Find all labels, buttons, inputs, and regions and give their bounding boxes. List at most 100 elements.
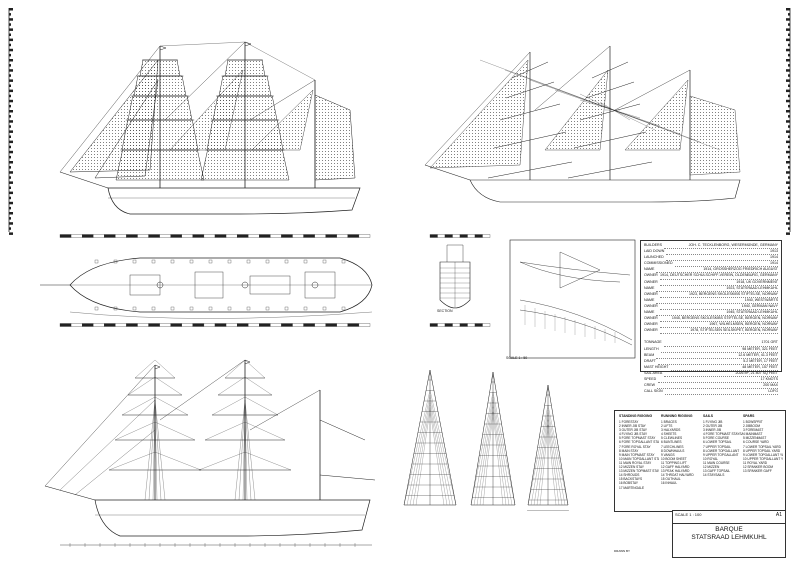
ruler-tick bbox=[9, 171, 13, 174]
scale-bar-segment bbox=[482, 234, 491, 238]
shroud bbox=[492, 396, 513, 506]
scale-bar-segment bbox=[214, 234, 227, 238]
ruler-tick bbox=[786, 79, 790, 82]
pennant bbox=[244, 41, 252, 47]
legend-item: 7 FORE ROYAL STAY bbox=[619, 444, 651, 449]
spec-value: 1914, GROSSHERZOG FRIEDRICH AUGUST bbox=[656, 267, 778, 274]
scale-bar-segment bbox=[59, 234, 72, 238]
legend-item: 11 MAIN COURSE bbox=[703, 460, 730, 465]
shroud bbox=[492, 401, 510, 506]
scale-bar-segment bbox=[170, 323, 182, 327]
ruler-tick bbox=[786, 110, 790, 113]
legend-item: 8 UPPER TOPSAIL YARD bbox=[743, 448, 781, 453]
ruler-tick bbox=[9, 181, 13, 184]
spec-value: 200 MAX bbox=[656, 383, 778, 390]
headsail bbox=[429, 59, 529, 169]
legend-item: 12 MIZZEN bbox=[703, 465, 720, 470]
shroud bbox=[429, 389, 457, 506]
deck-fitting bbox=[189, 259, 194, 264]
deck-fitting bbox=[303, 259, 308, 264]
ruler-tick bbox=[9, 59, 13, 62]
shroud bbox=[547, 424, 557, 506]
shroud bbox=[244, 399, 256, 501]
brace bbox=[579, 99, 641, 119]
scale-bar-segment bbox=[303, 323, 315, 327]
deck-fitting bbox=[151, 259, 156, 264]
spec-key: LENGTH bbox=[644, 346, 659, 351]
shroud bbox=[536, 419, 549, 506]
lift bbox=[244, 359, 266, 379]
square-sail bbox=[200, 149, 290, 181]
mast-step bbox=[156, 281, 164, 289]
shroud bbox=[533, 414, 549, 506]
ruler-tick bbox=[9, 155, 11, 159]
ruler-tick bbox=[788, 23, 790, 26]
legend-item: 5 CLEWLINES bbox=[661, 436, 683, 441]
spec-key: SPEED bbox=[644, 376, 657, 381]
ruler-tick bbox=[786, 99, 790, 103]
spec-value: 1913 bbox=[666, 249, 778, 256]
shroud bbox=[473, 396, 494, 506]
legend-item: 15 OUTHAUL bbox=[661, 477, 681, 482]
ruler-tick bbox=[788, 135, 790, 138]
legend-item: 12 SPANKER BOOM bbox=[743, 465, 774, 470]
scale-bar-segment bbox=[358, 234, 371, 238]
lift bbox=[108, 451, 156, 471]
scale-bar-segment bbox=[148, 234, 160, 238]
ruler-tick bbox=[788, 64, 790, 67]
hull-lines-inset bbox=[509, 239, 636, 359]
lift bbox=[224, 359, 246, 379]
spec-key: OWNER bbox=[644, 303, 658, 308]
section-label: SECTION bbox=[437, 309, 453, 313]
legend-item: 5 FORE TOPMAST STAY bbox=[619, 436, 656, 441]
scale-bar-segment bbox=[104, 234, 116, 238]
ruler-tick bbox=[9, 23, 11, 26]
hull-outline bbox=[94, 499, 371, 537]
legend-item: 13 PEAK HALYARD bbox=[661, 469, 690, 474]
legend-item: 2 JIBBOOM bbox=[743, 424, 761, 429]
spec-key: DRAFT bbox=[644, 358, 656, 363]
spec-key: BUILDERS bbox=[644, 243, 662, 247]
scale-bar-segment bbox=[336, 234, 349, 238]
ruler-tick bbox=[9, 217, 11, 220]
legend-item: 11 MAIN ROYAL STAY bbox=[619, 460, 652, 465]
square-sail bbox=[139, 59, 181, 77]
shroud bbox=[530, 409, 549, 506]
lift bbox=[244, 376, 273, 396]
legend-item: 9 VANGS bbox=[661, 452, 675, 457]
shroud bbox=[527, 404, 549, 506]
shroud bbox=[242, 399, 246, 501]
scale-bar-segment bbox=[81, 234, 94, 238]
legend-item: 10 UPPER TOPGALLANT YARD bbox=[743, 456, 783, 461]
stay bbox=[614, 69, 691, 111]
spec-value: 17 KNOTS bbox=[658, 377, 778, 384]
scale-bar-segment bbox=[214, 323, 227, 327]
spec-key: OWNER bbox=[644, 322, 658, 327]
ruler-tick bbox=[786, 18, 790, 21]
scale-bar-segment bbox=[192, 323, 205, 327]
brace bbox=[529, 79, 681, 135]
legend-item: 12 GAFF HALYARD bbox=[661, 465, 690, 470]
scale-bar-segment bbox=[225, 323, 238, 327]
ruler-tick bbox=[9, 33, 11, 36]
stay bbox=[74, 429, 156, 496]
hull-line bbox=[519, 261, 631, 276]
ruler-tick bbox=[9, 196, 11, 200]
deck-fitting bbox=[322, 306, 327, 311]
legend-item: 2 LIFTS bbox=[661, 424, 673, 429]
rigging-plan-profile bbox=[424, 45, 741, 203]
deck-fitting bbox=[151, 306, 156, 311]
lift bbox=[244, 396, 279, 416]
ruler-tick bbox=[786, 222, 790, 225]
ruler-tick bbox=[788, 217, 790, 220]
ruler-tick bbox=[9, 166, 11, 169]
spec-value: 1914, DEUTSCHER SCHULSCHIFF-VEREIN, OLDE… bbox=[659, 273, 778, 280]
spec-value: 2026 M², 21 807 SQ FEET bbox=[664, 371, 778, 377]
mast-step bbox=[311, 281, 319, 289]
spec-key: OWNER bbox=[644, 273, 658, 278]
deckhouse bbox=[304, 271, 336, 299]
